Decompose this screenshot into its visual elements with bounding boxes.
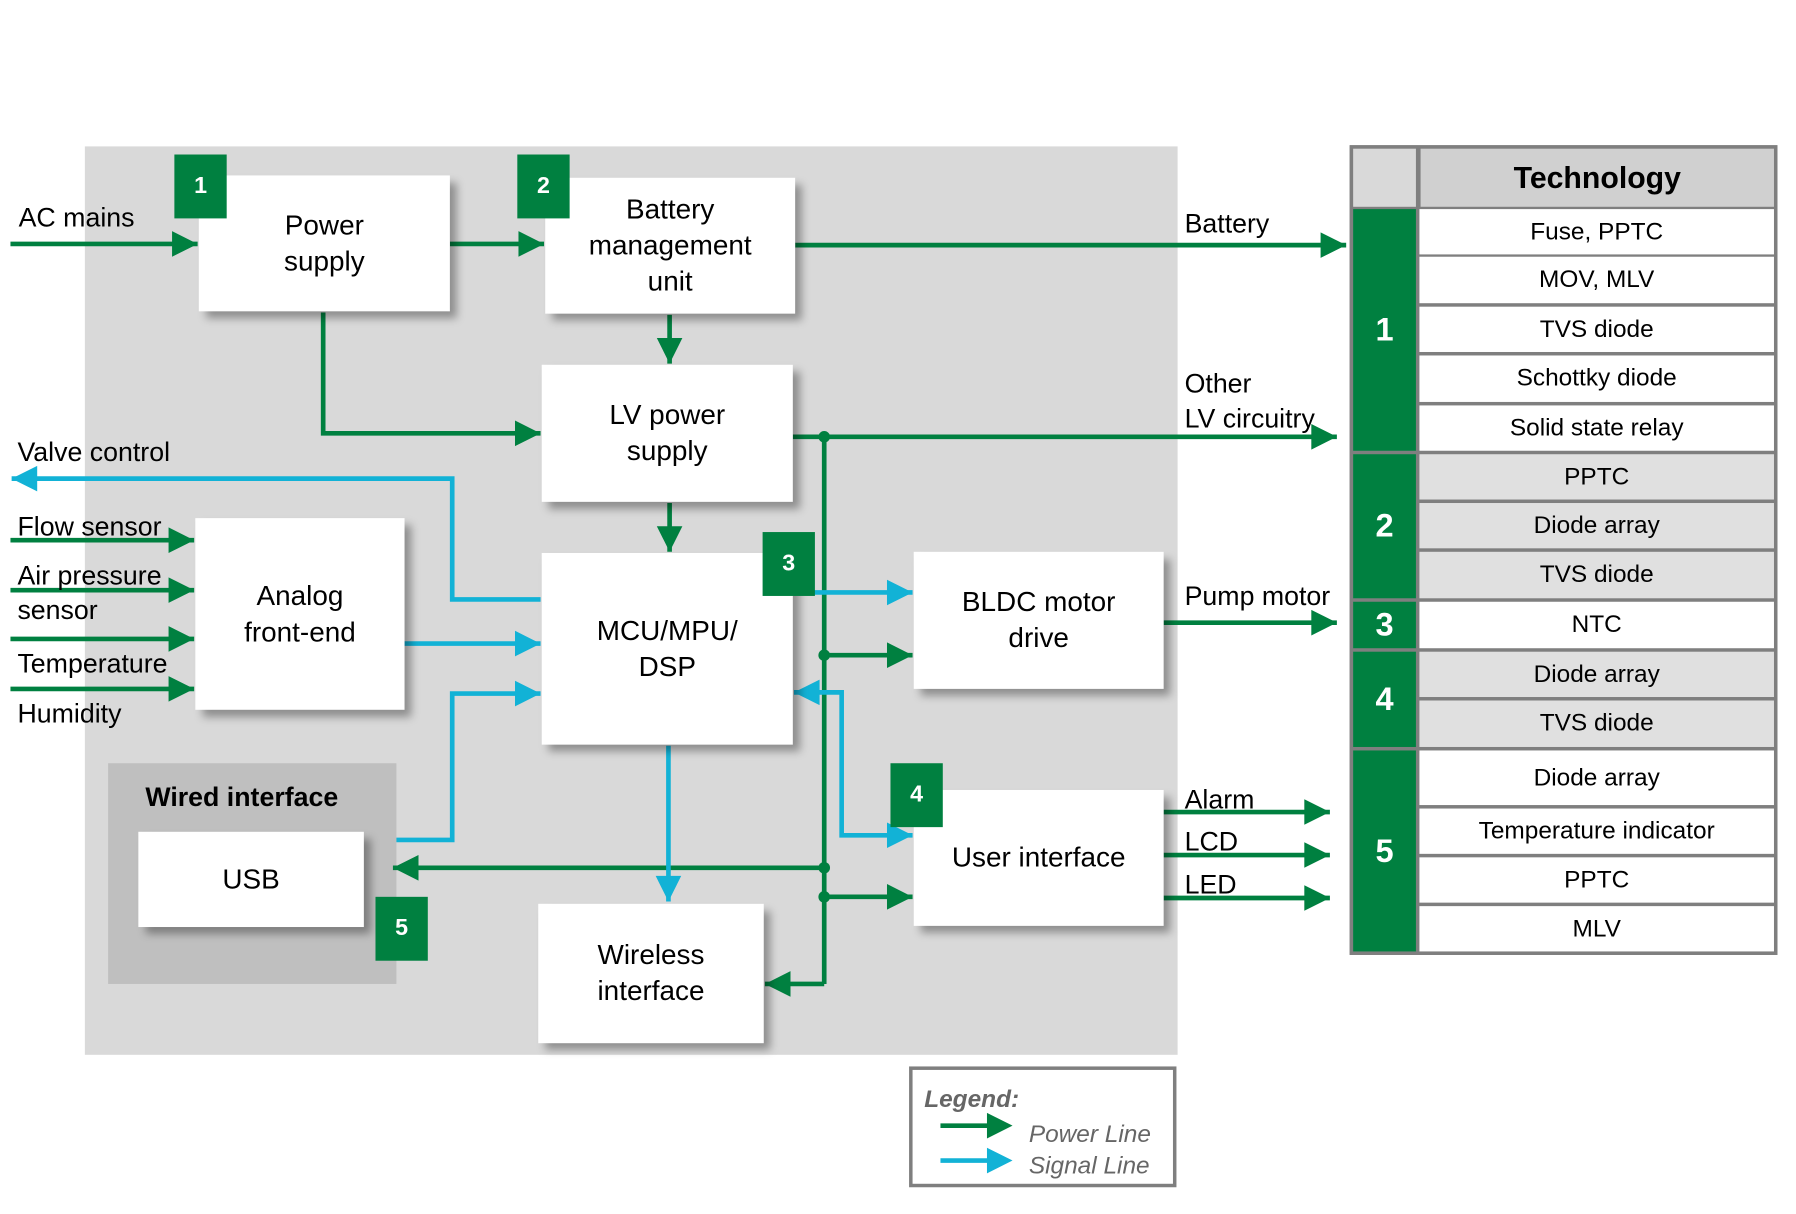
technology-cell: Diode array [1419,750,1774,806]
usb-to-mcu-wire [396,691,541,843]
label-ac-mains: AC mains [18,202,135,233]
technology-cell: Fuse, PPTC [1419,209,1774,255]
technology-cell: PPTC [1419,454,1774,500]
humidity-wire-arrowhead [168,676,195,702]
user-interface-block: User interface [913,789,1164,926]
lv-to-ui-wire-arrowhead [886,884,913,910]
mcu-to-bldc-wire-arrowhead [886,579,913,606]
legend: Legend: Power Line Signal Line [909,1066,1177,1188]
technology-cell: TVS diode [1419,306,1774,352]
badge-4: 4 [890,763,943,828]
power-supply-block: Power supply [198,175,450,312]
mcu-block: MCU/MPU/ DSP [541,552,793,745]
lv-to-bldc-wire-arrowhead [886,642,913,668]
usb-to-mcu-wire-arrowhead [514,680,541,707]
technology-table-corner [1353,148,1416,207]
label-battery: Battery [1184,207,1270,239]
ac-mains-wire-arrowhead [172,231,198,257]
label-air-pressure-sensor: Air pressure sensor [17,559,162,625]
badge-2: 2 [517,154,570,219]
technology-table-header: Technology [1420,148,1774,207]
technology-cell: Temperature indicator [1419,808,1774,854]
afe-to-mcu-wire-arrowhead [514,630,541,657]
label-other-lv-circuitry: Other LV circuitry [1184,368,1315,434]
technology-group-3: 3 [1353,601,1416,649]
technology-group-1: 1 [1353,209,1416,451]
label-lcd: LCD [1184,825,1239,857]
label-humidity: Humidity [17,698,122,729]
label-temperature: Temperature [17,648,168,679]
lv-to-usb-wire-arrowhead [392,855,419,881]
lcd-output-wire-arrowhead [1304,842,1330,868]
valve-control-wire [11,476,541,602]
wireless-interface-block: Wireless interface [538,903,764,1044]
junction-dot [818,891,831,903]
power-to-lv-wire [320,312,541,436]
battery-management-block: Battery management unit [545,177,796,314]
led-output-wire-arrowhead [1304,885,1330,911]
pump-motor-output-wire-arrowhead [1311,609,1337,636]
technology-cell: TVS diode [1419,551,1774,599]
technology-group-5: 5 [1353,750,1416,952]
legend-title: Legend: [924,1086,1020,1113]
technology-cell: Schottky diode [1419,355,1774,402]
label-alarm: Alarm [1184,784,1255,815]
lv-power-supply-block: LV power supply [541,364,793,502]
technology-group-2: 2 [1353,454,1416,599]
badge-3: 3 [762,532,815,596]
junction-dot [818,430,831,443]
junction-dot [818,649,831,662]
bldc-motor-drive-block: BLDC motor drive [913,551,1164,689]
technology-cell: Diode array [1419,651,1774,698]
badge-1: 1 [174,154,227,219]
valve-control-wire-arrowhead [11,465,38,492]
technology-cell: TVS diode [1419,700,1774,747]
badge-5: 5 [375,896,428,961]
temperature-wire-arrowhead [168,626,195,652]
legend-arrows [940,1112,1013,1174]
label-flow-sensor: Flow sensor [17,511,162,542]
label-valve-control: Valve control [17,436,171,468]
legend-power-line: Power Line [1028,1121,1151,1148]
bmu-to-lv-wire-arrowhead [656,338,683,364]
alarm-output-wire-arrowhead [1304,799,1330,825]
technology-cell: MLV [1419,906,1774,952]
battery-output-wire-arrowhead [1320,232,1347,258]
wired-interface-title: Wired interface [145,781,339,813]
analog-front-end-block: Analog front-end [195,518,405,710]
ui-to-mcu-wire-arrowhead [793,679,820,706]
lv-to-wireless-wire-arrowhead [764,971,791,997]
power-to-lv-wire-arrowhead [514,420,541,447]
lv-to-mcu-wire-arrowhead [656,526,683,552]
usb-block: USB [138,831,364,928]
technology-cell: Solid state relay [1419,405,1774,451]
mcu-to-wireless-wire-arrowhead [655,875,682,902]
power-to-bmu-wire-arrowhead [518,231,545,257]
mcu-to-ui-signal-arrowhead [886,822,913,849]
technology-cell: Diode array [1419,503,1774,549]
legend-power-arrowhead [986,1112,1013,1139]
junction-dot [818,861,831,874]
technology-group-4: 4 [1353,651,1416,747]
technology-cell: MOV, MLV [1419,256,1774,304]
legend-signal-line: Signal Line [1028,1152,1150,1180]
legend-signal-arrowhead [986,1147,1013,1174]
label-pump-motor: Pump motor [1184,580,1331,612]
flow-sensor-wire-arrowhead [168,527,195,553]
other-lv-output-wire-arrowhead [1311,424,1337,450]
label-led: LED [1184,868,1237,900]
technology-cell: PPTC [1419,857,1774,903]
technology-cell: NTC [1419,601,1774,649]
air-pressure-wire-arrowhead [168,577,195,603]
